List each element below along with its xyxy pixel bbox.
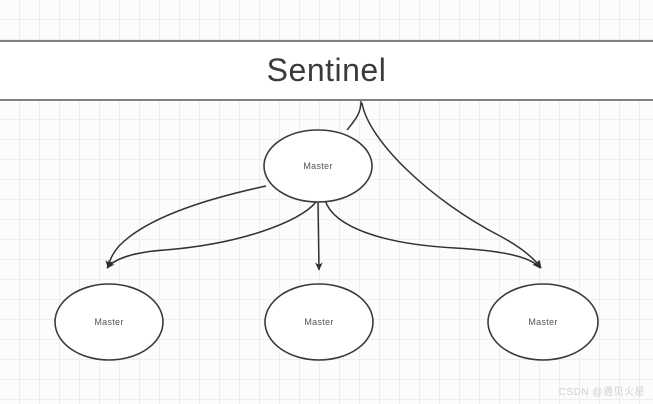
node-label-master-bottom-left: Master xyxy=(94,317,124,327)
node-label-master-bottom-right: Master xyxy=(528,317,558,327)
sentinel-header-band: Sentinel xyxy=(0,40,653,101)
node-label-master-bottom-center: Master xyxy=(304,317,334,327)
node-label-master-top: Master xyxy=(303,161,333,171)
watermark-text: CSDN @遇见火星 xyxy=(558,387,645,398)
page-title: Sentinel xyxy=(266,51,387,88)
